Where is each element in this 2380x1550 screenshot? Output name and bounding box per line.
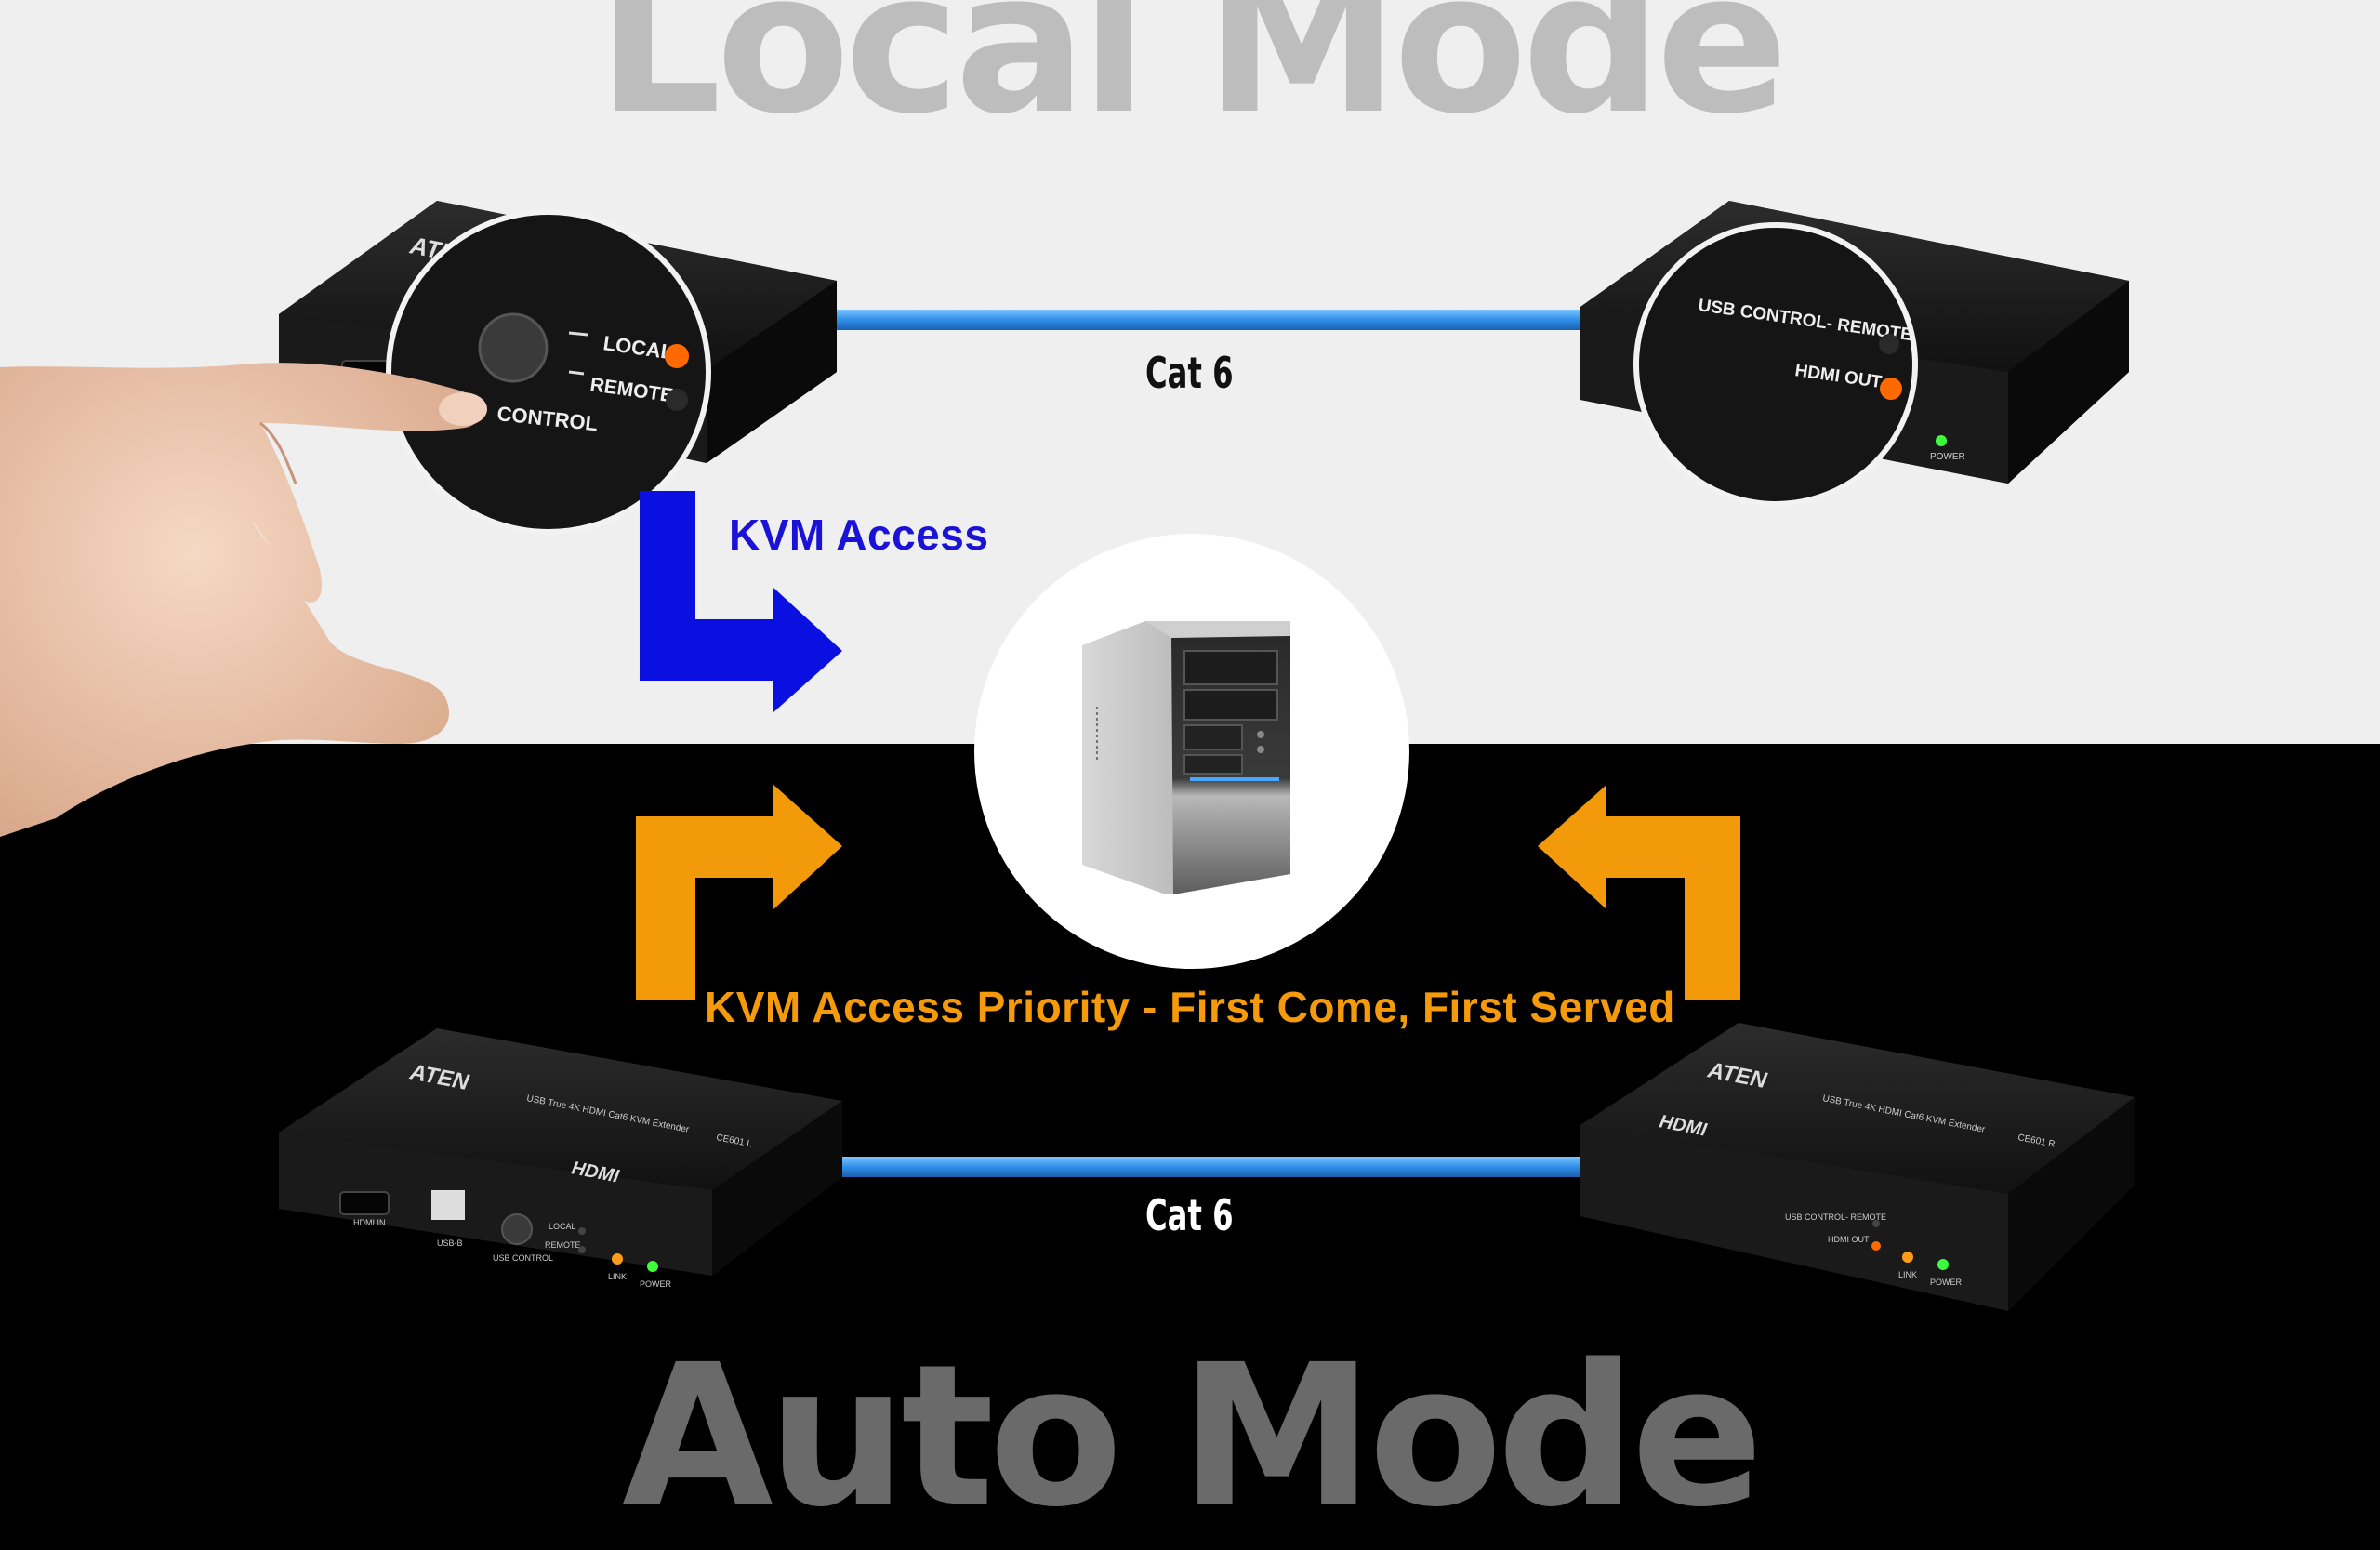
power-led-bottom-icon bbox=[647, 1261, 658, 1272]
cable-label-bottom: Cat 6 bbox=[1145, 1190, 1234, 1240]
hand-image bbox=[0, 363, 487, 837]
control-button bbox=[478, 312, 549, 383]
priority-arrow-right bbox=[1538, 785, 1740, 1000]
hdmi-in-port-icon bbox=[339, 1191, 390, 1215]
priority-label: KVM Access Priority - First Come, First … bbox=[705, 983, 1675, 1031]
link-label-r: LINK bbox=[1898, 1270, 1917, 1279]
hdmi-out-label-bottom: HDMI OUT bbox=[1828, 1235, 1870, 1244]
remote-unit-top-power-label: POWER bbox=[1930, 452, 1965, 462]
cat6-cable-bottom bbox=[818, 1157, 1590, 1177]
local-unit-magnifier: LOCAL REMOTE CONTROL bbox=[386, 209, 711, 535]
computer-icon bbox=[974, 534, 1409, 969]
remote-led-bottom-r-icon bbox=[1872, 1220, 1880, 1227]
link-led-r-icon bbox=[1902, 1252, 1913, 1263]
hdmi-out-led-bottom-icon bbox=[1871, 1241, 1881, 1251]
local-led-bottom-icon bbox=[578, 1227, 586, 1235]
priority-arrow-left bbox=[636, 785, 842, 1000]
power-label: POWER bbox=[640, 1279, 672, 1289]
usb-b-port-icon bbox=[431, 1190, 465, 1220]
power-led-icon bbox=[1936, 435, 1947, 446]
local-unit-bottom: ATEN USB True 4K HDMI Cat6 KVM Extender … bbox=[279, 1028, 842, 1289]
local-mode-title: Local Mode bbox=[597, 0, 1788, 157]
remote-status-led-icon bbox=[1879, 334, 1899, 354]
cable-label-top: Cat 6 bbox=[1145, 348, 1234, 398]
local-led-label-bottom: LOCAL bbox=[549, 1222, 576, 1231]
hdmi-out-led-icon bbox=[1880, 378, 1902, 400]
control-button-bottom bbox=[501, 1213, 533, 1245]
remote-unit-bottom: ATEN USB True 4K HDMI Cat6 KVM Extender … bbox=[1580, 1023, 2135, 1311]
usb-b-label: USB-B bbox=[437, 1239, 463, 1248]
power-label-r: POWER bbox=[1930, 1278, 1963, 1287]
kvm-access-label: KVM Access bbox=[729, 510, 989, 559]
link-led-icon bbox=[612, 1253, 623, 1265]
local-led-icon bbox=[665, 344, 689, 368]
cat6-cable-top bbox=[818, 310, 1590, 330]
power-led-r-icon bbox=[1937, 1259, 1949, 1270]
kvm-access-arrow bbox=[640, 491, 842, 712]
link-label: LINK bbox=[608, 1272, 627, 1281]
remote-unit-magnifier: USB CONTROL- REMOTE HDMI OUT bbox=[1633, 222, 1918, 507]
usb-control-remote-label-bottom: USB CONTROL- REMOTE bbox=[1785, 1212, 1886, 1222]
hdmi-in-label: HDMI IN bbox=[353, 1218, 386, 1227]
remote-led-label-bottom: REMOTE bbox=[545, 1240, 581, 1250]
diagram-canvas: ATEN LOCAL REMOTE CONTROL POWER USB CONT… bbox=[0, 201, 2135, 1311]
remote-led-bottom-icon bbox=[578, 1246, 586, 1253]
remote-led-icon bbox=[666, 389, 688, 411]
usb-control-label: USB CONTROL bbox=[493, 1253, 553, 1263]
